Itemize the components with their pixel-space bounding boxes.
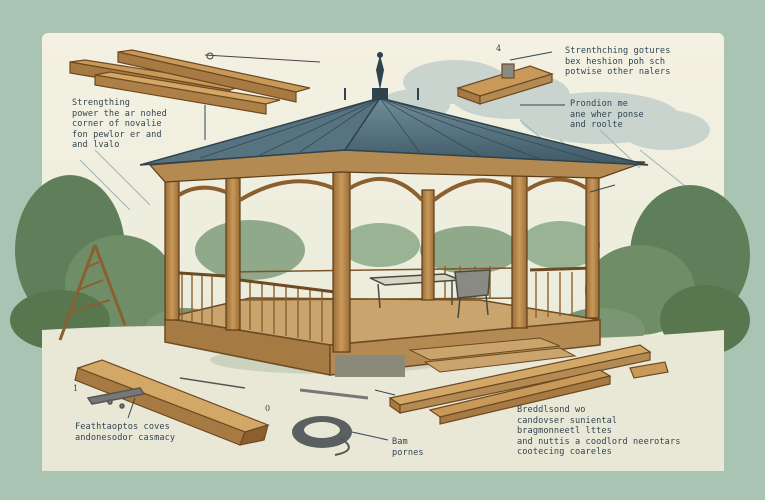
hose-coil — [292, 416, 352, 456]
lumber-stack-top — [69, 49, 311, 115]
annotation-bottom-left: Feathtaoptos coves andonesodor casmacy — [75, 422, 176, 443]
background-trees — [195, 220, 600, 280]
saw-tool — [204, 52, 321, 63]
hand-tools — [86, 377, 246, 409]
annotation-top-left: Strengthing power the ar nohed corner of… — [72, 98, 167, 150]
gazebo-roof — [139, 52, 649, 166]
ladder — [58, 244, 127, 341]
annotation-top-right: Strenthching gotures bex heshion poh sch… — [565, 46, 671, 77]
callout-number-left: 1 — [73, 384, 79, 393]
metal-rod — [299, 388, 369, 400]
gazebo-braces — [177, 176, 588, 202]
wood-block — [456, 63, 554, 105]
callout-number-center: 0 — [265, 404, 271, 413]
right-foliage — [555, 185, 750, 355]
back-railing — [229, 267, 521, 301]
lumber-beam-bottom — [74, 359, 270, 446]
table-and-chair — [369, 269, 491, 319]
annotation-bottom-center: Bam pornes — [392, 437, 424, 458]
gazebo-posts — [164, 161, 600, 353]
annotation-mid-right: Prondion me ane wher ponse and roolte — [570, 99, 644, 130]
plank-stack — [388, 344, 669, 425]
annotation-bottom-right: Breddlsond wo candovser suniental bragmo… — [517, 405, 681, 457]
callout-lines — [127, 51, 616, 441]
callout-number-top: 4 — [496, 44, 502, 53]
